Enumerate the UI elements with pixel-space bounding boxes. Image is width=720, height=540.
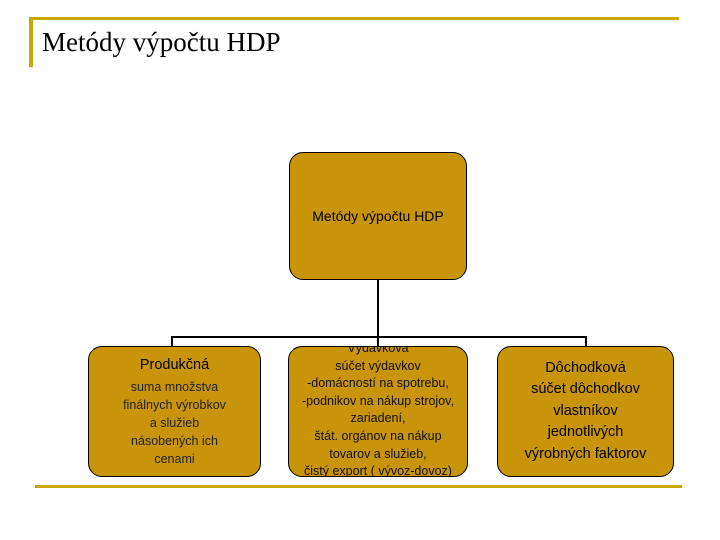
node-vydavkova-title: Výdavková <box>347 346 409 355</box>
diagram-root-node: Metódy výpočtu HDP <box>289 152 467 280</box>
node-dochodkova-body: súčet dôchodkov vlastníkov jednotlivých … <box>525 379 647 465</box>
node-dochodkova-title: Dôchodková <box>545 359 626 376</box>
node-text-line: vlastníkov <box>553 402 618 419</box>
connector-left-down <box>171 336 173 347</box>
node-text-line: finálnych výrobkov <box>123 398 226 412</box>
node-vydavkova: Výdavková súčet výdavkov -domácností na … <box>288 346 468 477</box>
connector-horizontal <box>171 336 587 338</box>
node-text-line: súčet dôchodkov <box>531 381 640 398</box>
node-produkcna-title: Produkčná <box>139 357 210 373</box>
node-text-line: -podnikov na nákup strojov, <box>302 393 454 408</box>
node-text-line: -domácností na spotrebu, <box>307 376 449 391</box>
node-dochodkova: Dôchodková súčet dôchodkov vlastníkov je… <box>497 346 674 477</box>
connector-right-down <box>585 336 587 347</box>
node-text-line: súčet výdavkov <box>335 358 421 373</box>
node-text-line: štát. orgánov na nákup <box>314 428 442 443</box>
node-produkcna-body: suma množstva finálnych výrobkov a služi… <box>123 378 226 468</box>
connector-root-down <box>377 280 379 338</box>
connector-center-down <box>377 336 379 347</box>
title-accent-vertical <box>29 17 33 67</box>
title-accent-horizontal <box>29 17 679 20</box>
root-node-label: Metódy výpočtu HDP <box>312 208 444 224</box>
node-text-line: zariadení, <box>350 411 406 426</box>
node-text-line: výrobných faktorov <box>524 445 647 462</box>
node-text-line: násobených ich <box>131 434 218 448</box>
node-text-line: cenami <box>154 452 195 466</box>
node-text-line: tovarov a služieb, <box>329 446 427 461</box>
node-vydavkova-body: súčet výdavkov -domácností na spotrebu, … <box>302 358 454 477</box>
slide-title: Metódy výpočtu HDP <box>42 27 281 57</box>
node-text-line: suma množstva <box>130 380 219 394</box>
node-text-line: jednotlivých <box>547 424 624 441</box>
node-text-line: a služieb <box>149 416 200 430</box>
bottom-accent-rule <box>35 485 682 488</box>
node-text-line: čistý export ( vývoz-dovoz) <box>304 464 452 477</box>
node-produkcna: Produkčná suma množstva finálnych výrobk… <box>88 346 261 477</box>
